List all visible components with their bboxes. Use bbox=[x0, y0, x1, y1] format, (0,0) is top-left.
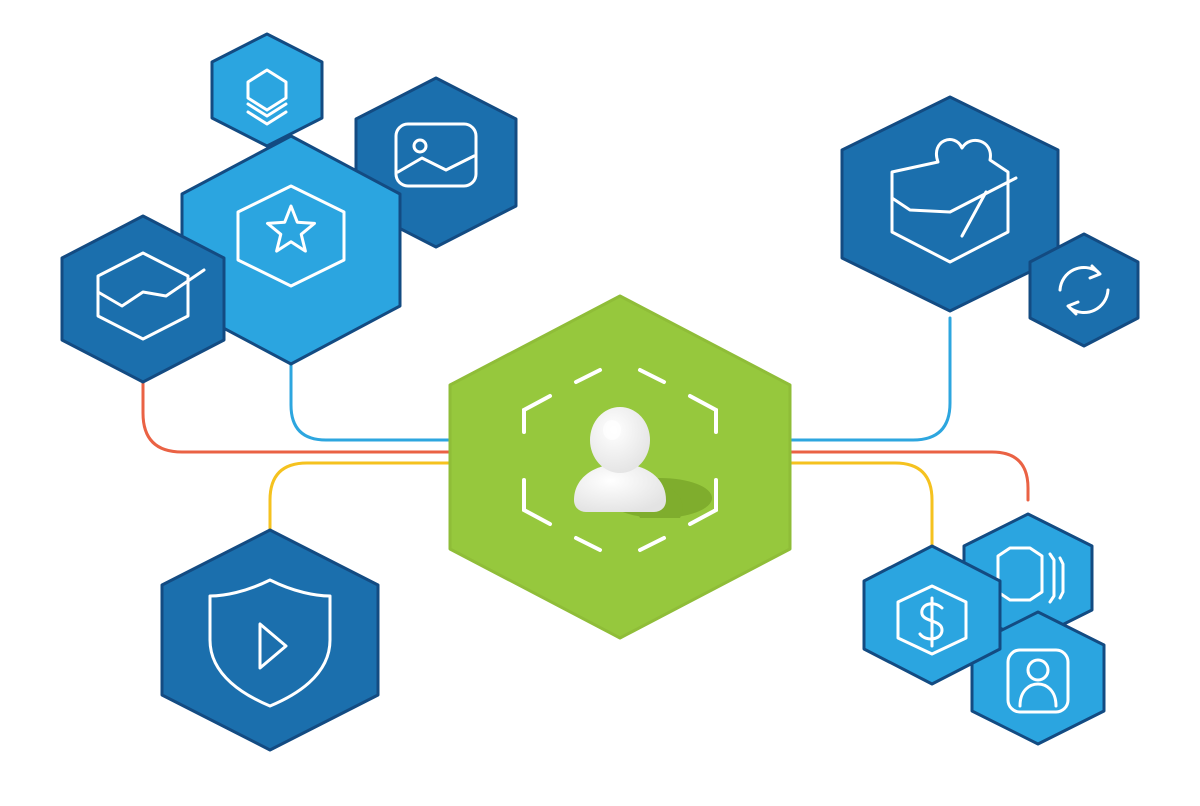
star-icon bbox=[236, 184, 346, 288]
connector-chart-hub bbox=[141, 378, 454, 454]
node-star[interactable] bbox=[180, 134, 402, 366]
layers-icon bbox=[246, 68, 288, 126]
node-dollar[interactable] bbox=[862, 544, 1002, 686]
sync-icon bbox=[1058, 264, 1110, 316]
node-chart[interactable] bbox=[60, 214, 226, 384]
hub-profile[interactable] bbox=[448, 294, 792, 640]
shield-play-icon bbox=[208, 578, 332, 708]
user-icon bbox=[1006, 648, 1070, 714]
image-icon bbox=[394, 122, 478, 188]
connector-star-hub bbox=[289, 340, 454, 442]
hub-frame bbox=[522, 368, 718, 552]
box-chart-icon bbox=[96, 251, 206, 341]
cards-icon bbox=[996, 546, 1065, 604]
connector-cloud-hub bbox=[786, 316, 952, 442]
node-stack[interactable] bbox=[210, 32, 324, 148]
dollar-icon bbox=[896, 584, 968, 656]
node-sync[interactable] bbox=[1028, 232, 1140, 348]
node-cloud[interactable] bbox=[840, 95, 1060, 313]
connectors bbox=[141, 316, 1030, 548]
user-profile-icon bbox=[574, 407, 712, 518]
node-video[interactable] bbox=[160, 528, 380, 752]
connector-dollar-hub bbox=[786, 461, 934, 548]
cloud-box-icon bbox=[890, 138, 1018, 264]
connector-video-hub bbox=[268, 461, 454, 532]
connector-cards-hub bbox=[786, 450, 1030, 502]
